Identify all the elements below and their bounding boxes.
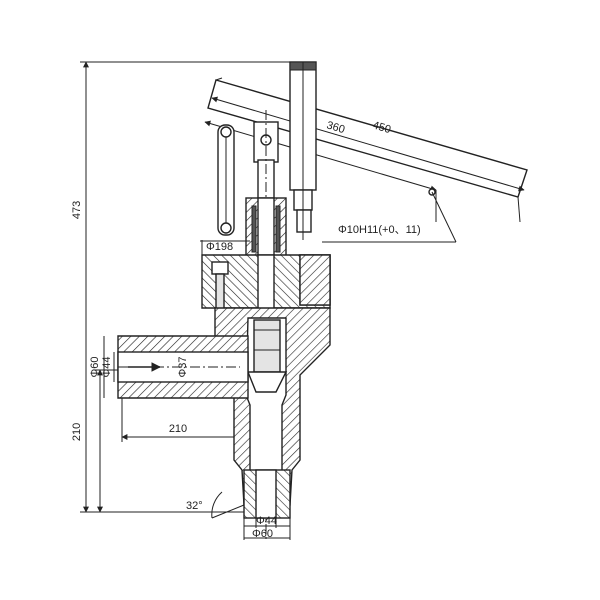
- flange-dia-label: Φ198: [206, 241, 233, 253]
- bonnet-flange: Φ198: [200, 240, 331, 316]
- gland: [245, 197, 287, 261]
- pin-fit-label: Φ10H11(+0、11): [338, 224, 421, 236]
- inlet-bore-label: Φ44: [101, 356, 113, 377]
- outlet-bore-label: Φ44: [256, 515, 277, 527]
- handle-support-rod: [289, 61, 317, 240]
- inlet-nozzle: Φ60 Φ44 Φ37: [89, 335, 249, 399]
- outlet-offset-label: 210: [169, 423, 187, 435]
- overall-height-label: 473: [71, 201, 83, 219]
- body-right-boss: [299, 254, 331, 306]
- handle-inner-label: 360: [325, 119, 346, 136]
- pin-fit-callout: Φ10H11(+0、11): [322, 191, 457, 243]
- weld-angle-label: 32°: [186, 500, 203, 512]
- weld-angle-annotation: 32°: [186, 491, 245, 519]
- inlet-outer-label: Φ60: [89, 356, 101, 377]
- lower-height-label: 210: [71, 423, 83, 441]
- outlet-outer-label: Φ60: [252, 528, 273, 540]
- link-bar: [217, 124, 235, 236]
- outlet-nozzle: Φ44 Φ60: [243, 469, 291, 540]
- inlet-inner-label: Φ37: [177, 356, 189, 377]
- overall-height-dimension: 473: [71, 61, 300, 513]
- lever-handle: 450 360: [204, 77, 528, 223]
